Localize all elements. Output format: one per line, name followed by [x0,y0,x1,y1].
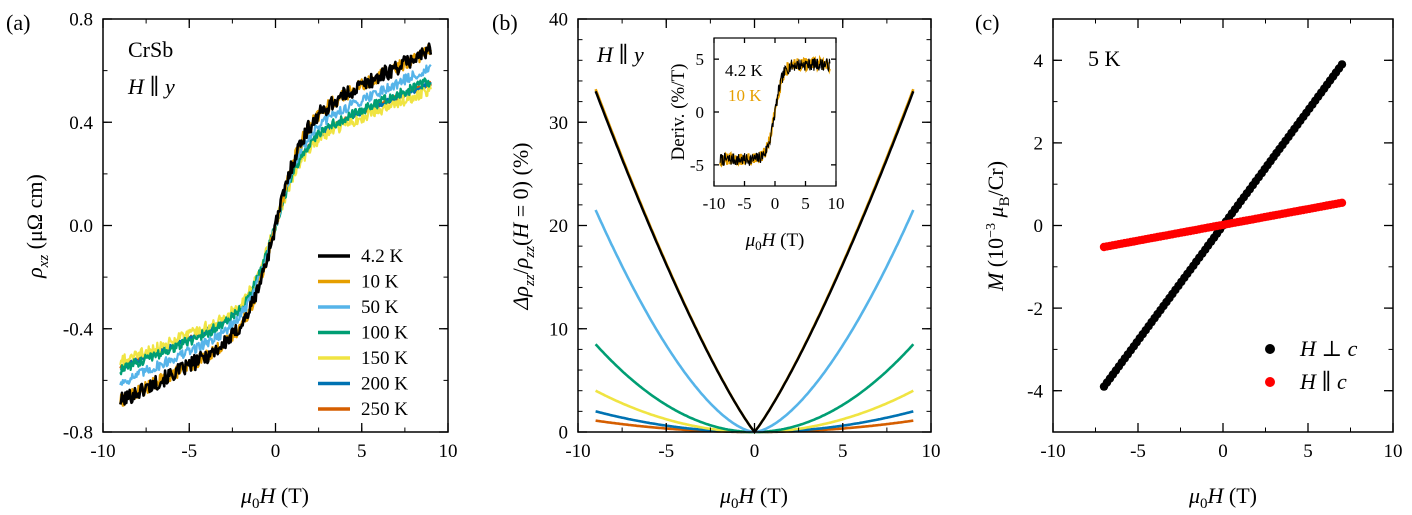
panel-a-chart: -10 -5 0 5 10 -0.8 -0.4 0.0 0.4 0.8 CrSb H ∥ y 4.… [22,10,458,512]
panel-b-xlabel: μ0H (T) [719,483,788,512]
panel-b-xtick-label: 5 [838,441,848,462]
panel-b-ytick-label: 30 [549,113,568,134]
panel-a-ytick-label: 0.4 [69,113,93,134]
panel-b-xtick-label: 10 [922,441,941,462]
panel-a-xlabel: μ0H (T) [240,483,309,512]
panel-b-ytick-label: 20 [549,216,568,237]
panel-a-series-group [119,42,433,407]
panel-b-field-label: H ∥ y [596,42,644,67]
panel-a-ylabel: ρxz (μΩ cm) [22,174,52,279]
inset-series-4-2k [719,58,831,166]
panel-b-xtick-label: -5 [658,441,674,462]
panel-b-series-100-k [594,343,915,434]
panel-a-ytick-label: 0.0 [69,216,93,237]
panel-c-legend-label: H ⊥ c [1299,336,1358,361]
panel-a-ytick-label: -0.8 [63,423,93,444]
panel-c-legend-marker [1265,344,1275,354]
panel-c-xlabel: μ0H (T) [1188,483,1257,512]
panel-b-chart: -10 -5 0 5 10 0 10 20 30 40 H ∥ y μ0H (T) Δρzz/ρz… [508,10,941,512]
inset-label-4k: 4.2 K [725,61,764,80]
panel-tag-a: (a) [6,10,30,35]
panel-c-xtick-label: 5 [1303,441,1313,462]
panel-a-ytick-label: -0.4 [63,319,94,340]
inset-label-10k: 10 K [728,86,762,105]
panel-b-ytick-label: 10 [549,319,568,340]
panel-b-ytick-label: 40 [549,10,568,31]
panel-a-legend: 4.2 K 10 K 50 K 100 K 150 K 200 K 250 K [318,246,408,420]
inset-ticks: -10 -5 0 5 10 -5 0 5 [690,38,845,213]
panel-a-legend-label: 200 K [361,374,408,395]
inset-xtick-label: 10 [828,194,845,213]
inset-xtick-label: 5 [801,194,810,213]
panel-a-xtick-label: 0 [271,441,281,462]
panel-c-series-group [1099,60,1347,391]
inset-ytick-label: 0 [696,103,705,122]
panel-c-ytick-label: 0 [1034,216,1044,237]
panel-b-ticks: -10 -5 0 5 10 0 10 20 30 40 [549,10,941,462]
inset-ytick-label: 5 [696,50,705,69]
panel-a-legend-label: 4.2 K [361,246,404,267]
inset-xtick-label: 0 [771,194,780,213]
panel-tag-b: (b) [492,10,518,35]
panel-c-temperature-label: 5 K [1088,46,1121,71]
panel-c-xtick-label: -10 [1040,441,1065,462]
inset-ylabel: Deriv. (%/T) [668,64,689,161]
inset-xtick-label: -5 [737,194,751,213]
panel-c-ytick-label: 2 [1034,134,1044,155]
panel-a-ticks: -10 -5 0 5 10 -0.8 -0.4 0.0 0.4 0.8 [63,10,458,462]
panel-c-ytick-label: -2 [1027,299,1043,320]
panel-a-legend-label: 250 K [361,399,408,420]
panel-a-xtick-label: 10 [439,441,458,462]
panel-tag-c: (c) [975,10,999,35]
inset-ytick-label: -5 [690,156,704,175]
panel-a-legend-label: 50 K [361,297,399,318]
panel-a-legend-label: 100 K [361,323,408,344]
panel-c-ticks: -10 -5 0 5 10 -4 -2 0 2 4 [1027,18,1403,462]
panel-b-ytick-label: 0 [559,423,569,444]
panel-a-xtick-label: -5 [181,441,197,462]
inset-xlabel: μ0H (T) [745,230,805,253]
panel-c-xtick-label: 0 [1218,441,1228,462]
panel-a-legend-label: 10 K [361,272,399,293]
panel-a-field-label: H ∥ y [127,74,175,99]
panel-a-xtick-label: 5 [357,441,367,462]
panel-a-material-label: CrSb [128,37,173,62]
panel-c-ytick-label: 4 [1034,51,1044,72]
panel-c-point-perp [1337,60,1347,69]
panel-b-inset: -10 -5 0 5 10 -5 0 5 4.2 K 10 K μ0H (T) Deriv. … [668,37,845,253]
panel-a-xtick-label: -10 [90,441,115,462]
panel-b-ylabel: Δρzz/ρzz(H = 0) (%) [508,143,538,311]
panel-b-xtick-label: 0 [750,441,760,462]
panel-c-point-par [1337,198,1347,207]
inset-xtick-label: -10 [703,194,726,213]
panel-b-xtick-label: -10 [565,441,590,462]
panel-c-ytick-label: -4 [1027,381,1043,402]
panel-c-legend-marker [1265,377,1275,387]
panel-a-legend-label: 150 K [361,348,408,369]
panel-c-xtick-label: -5 [1130,441,1146,462]
panel-a-ytick-label: 0.8 [69,10,93,31]
panel-a-series-4-2-k [119,42,433,406]
panel-c-legend-label: H ∥ c [1299,369,1347,394]
panel-c-legend: H ⊥ c H ∥ c [1265,336,1358,394]
panel-c-ylabel: M (10−3 μB/Cr) [983,161,1013,292]
panel-c-xtick-label: 10 [1384,441,1403,462]
inset-series-group [719,54,831,168]
